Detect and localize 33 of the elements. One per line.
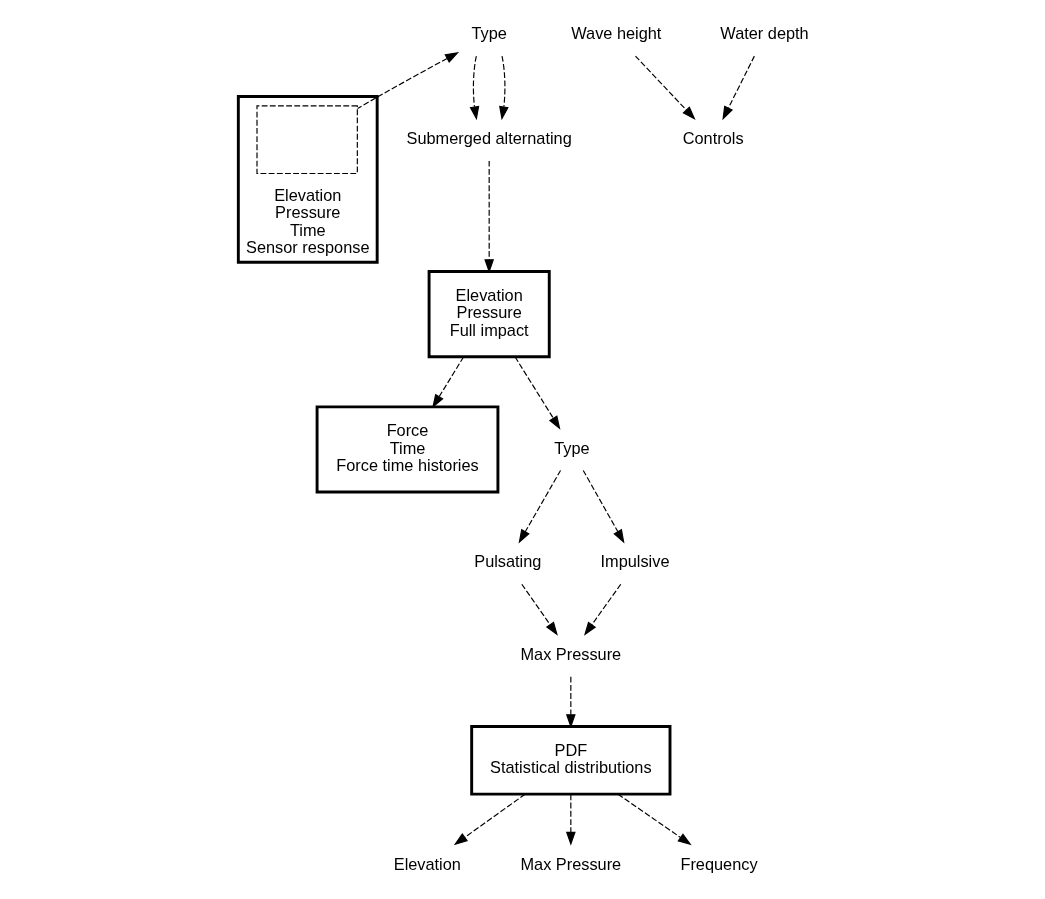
node-text: Elevation bbox=[393, 854, 461, 873]
node-text: Max Pressure bbox=[519, 644, 621, 663]
node-text: Controls bbox=[682, 128, 744, 147]
arrow bbox=[469, 55, 479, 120]
arrow bbox=[582, 469, 624, 543]
arrow bbox=[520, 583, 558, 636]
node-text: Water depth bbox=[719, 23, 809, 42]
node-text: Submerged alternating bbox=[406, 128, 572, 147]
cluster: Elevation Pressure Time Sensor response bbox=[236, 94, 379, 264]
node-text: Type bbox=[470, 23, 507, 42]
arrow bbox=[617, 793, 692, 845]
arrow bbox=[498, 55, 509, 120]
arrow bbox=[565, 793, 576, 846]
arrow bbox=[514, 355, 560, 430]
arrow bbox=[431, 355, 464, 408]
node-box: Force Time Force time histories bbox=[315, 404, 499, 493]
node-text: Pulsating bbox=[473, 551, 541, 570]
node-box: PDF Statistical distributions bbox=[469, 724, 671, 796]
arrow bbox=[634, 55, 696, 120]
arrow bbox=[721, 55, 755, 120]
node-box: Elevation Pressure Full impact bbox=[427, 269, 551, 358]
arrow bbox=[583, 583, 621, 636]
arrow bbox=[453, 793, 526, 845]
arrow bbox=[565, 675, 576, 728]
node-text: Wave height bbox=[570, 23, 661, 42]
arrow bbox=[518, 469, 561, 543]
arrow bbox=[483, 159, 494, 273]
arrow bbox=[356, 51, 459, 109]
node-text: Max Pressure bbox=[519, 854, 621, 873]
node-text: Impulsive bbox=[600, 551, 669, 570]
node-text: Type bbox=[553, 438, 590, 457]
node-text: Frequency bbox=[679, 854, 758, 873]
node-box bbox=[255, 104, 358, 174]
